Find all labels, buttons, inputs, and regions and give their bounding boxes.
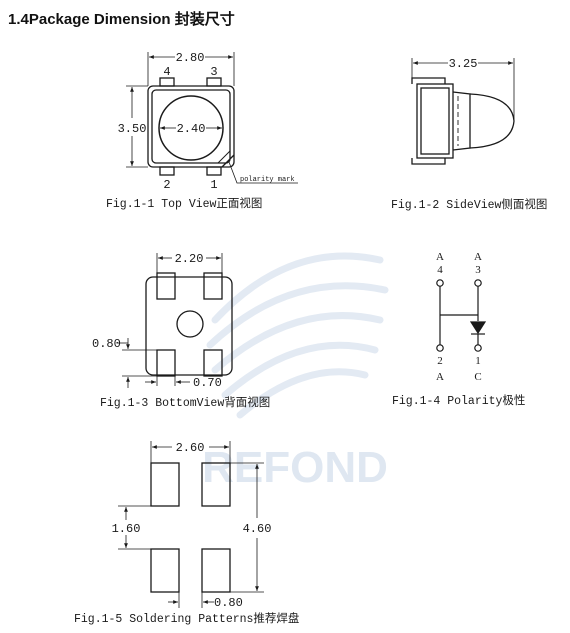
fig-top-view	[126, 52, 298, 184]
bottom-pad-top-left	[156, 272, 176, 300]
caption-fig-1-4: Fig.1-4 Polarity极性	[392, 393, 525, 408]
pin-label-3: 3	[210, 65, 217, 79]
polarity-pin1-type: C	[474, 371, 481, 383]
bottom-width-dim: 2.20	[175, 252, 204, 266]
fig-bottom-view	[118, 253, 233, 388]
fig-side-view	[411, 58, 515, 165]
caption-fig-1-2: Fig.1-2 SideView侧面视图	[391, 197, 547, 212]
fig-soldering-patterns	[118, 441, 264, 608]
bottom-pad-width-dim: 0.70	[193, 376, 222, 390]
side-view-dome	[469, 93, 515, 149]
pad-4-top	[159, 77, 175, 87]
polarity-pin2-type: A	[436, 371, 444, 383]
bottom-center-hole	[176, 310, 204, 338]
pad-2-bottom	[159, 166, 175, 176]
pin-label-2: 2	[163, 178, 170, 192]
solder-height-dim: 4.60	[243, 522, 272, 536]
diode-symbol	[469, 321, 487, 335]
side-view-body	[416, 83, 454, 159]
polarity-pin3-num: 3	[475, 264, 481, 276]
polarity-pin4-num: 4	[437, 264, 443, 276]
solder-pad-width-dim: 0.80	[214, 596, 243, 610]
solder-pad-top-right	[201, 462, 231, 507]
polarity-notch	[221, 154, 235, 168]
caption-fig-1-1: Fig.1-1 Top View正面视图	[106, 196, 262, 211]
bottom-pad-top-right	[203, 272, 223, 300]
pin-label-4: 4	[163, 65, 170, 79]
solder-pad-top-left	[150, 462, 180, 507]
bottom-pad-bottom-left	[156, 349, 176, 377]
polarity-mark-label: polarity mark	[240, 176, 295, 184]
pin-label-1: 1	[210, 178, 217, 192]
top-view-lens	[158, 95, 224, 161]
polarity-pin2-num: 2	[437, 355, 443, 367]
top-view-body	[147, 85, 235, 168]
page-heading: 1.4Package Dimension 封装尺寸	[8, 11, 235, 28]
solder-pad-bottom-right	[201, 548, 231, 593]
side-lead-bottom	[411, 158, 446, 165]
pad-3-top	[206, 77, 222, 87]
pad-1-bottom	[206, 166, 222, 176]
fig-polarity	[436, 279, 487, 352]
solder-pad-bottom-left	[150, 548, 180, 593]
polarity-terminal-4	[436, 279, 444, 287]
polarity-terminal-3	[474, 279, 482, 287]
bottom-view-body	[145, 276, 233, 376]
top-height-dim: 3.50	[118, 122, 147, 136]
solder-gap-dim: 1.60	[112, 522, 141, 536]
top-lens-dim: 2.40	[177, 122, 206, 136]
caption-fig-1-5: Fig.1-5 Soldering Patterns推荐焊盘	[74, 611, 299, 626]
solder-width-dim: 2.60	[176, 441, 205, 455]
side-lead-top	[411, 77, 446, 84]
polarity-pin1-num: 1	[475, 355, 481, 367]
watermark-swoosh-icon	[206, 252, 389, 419]
top-width-dim: 2.80	[176, 51, 205, 65]
caption-fig-1-3: Fig.1-3 BottomView背面视图	[100, 395, 270, 410]
bottom-pad-bottom-right	[203, 349, 223, 377]
polarity-terminal-1	[474, 344, 482, 352]
watermark-text: REFOND	[202, 443, 388, 492]
polarity-pin3-type: A	[474, 251, 482, 263]
bottom-pad-height-dim: 0.80	[92, 337, 121, 351]
polarity-pin4-type: A	[436, 251, 444, 263]
watermark: REFOND	[202, 252, 389, 492]
polarity-terminal-2	[436, 344, 444, 352]
side-length-dim: 3.25	[449, 57, 478, 71]
